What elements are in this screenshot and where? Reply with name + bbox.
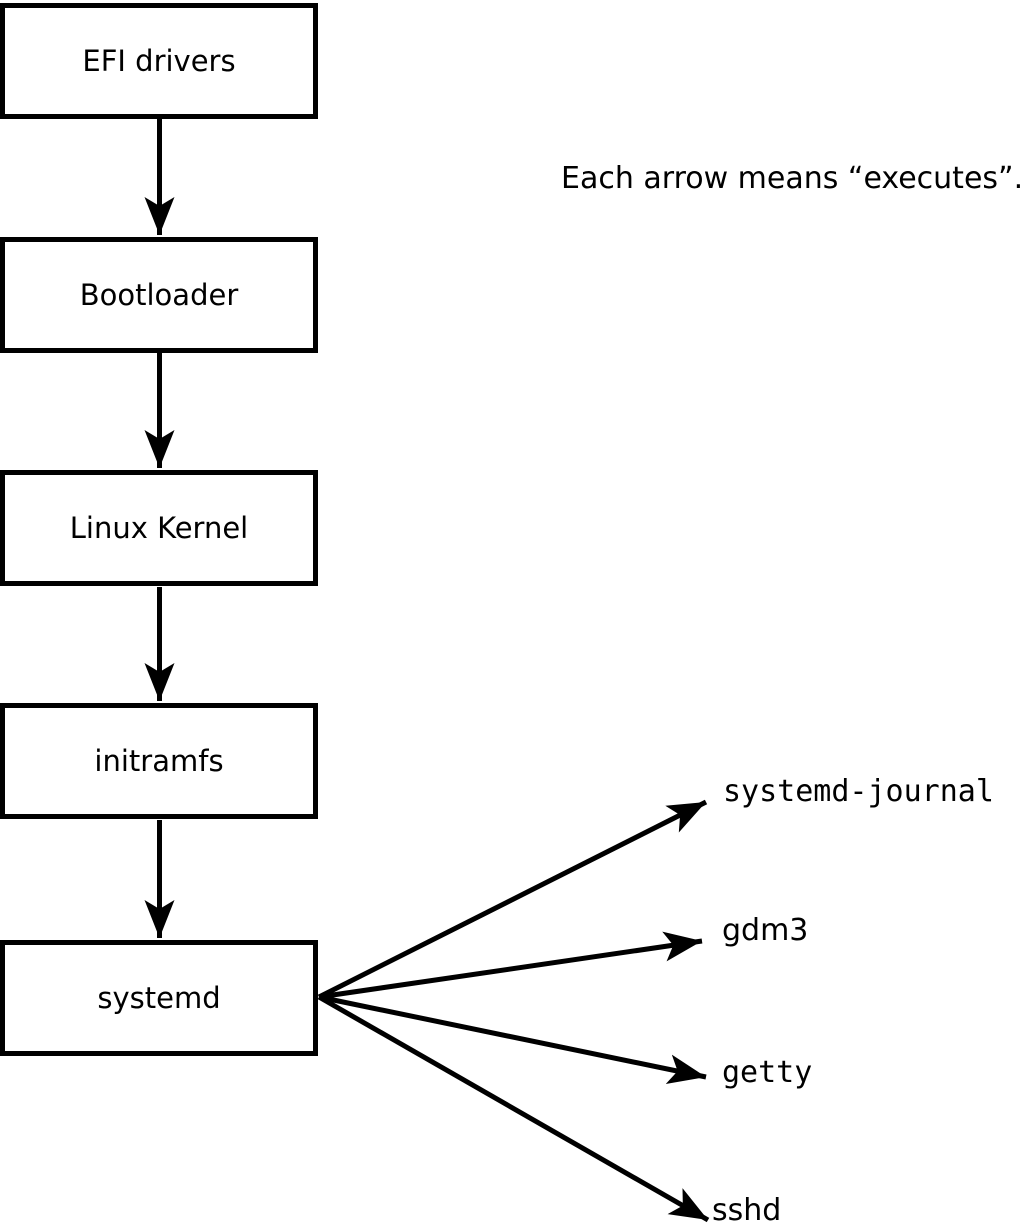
node-linux-kernel-label: Linux Kernel: [69, 511, 249, 545]
arrow-systemd-to-sshd: [317, 994, 710, 1223]
node-initramfs: initramfs: [0, 703, 318, 819]
arrow-meaning-note: Each arrow means “executes”.: [561, 161, 1023, 196]
node-gdm3-label: gdm3: [722, 913, 809, 948]
node-sshd-label: sshd: [712, 1193, 782, 1228]
node-efi-drivers: EFI drivers: [0, 3, 318, 119]
node-getty-label: getty: [722, 1055, 813, 1090]
node-systemd: systemd: [0, 940, 318, 1056]
arrow-systemd-to-getty: [318, 994, 707, 1084]
node-linux-kernel: Linux Kernel: [0, 470, 318, 586]
arrow-systemd-to-gdm3: [318, 931, 703, 1000]
node-bootloader: Bootloader: [0, 237, 318, 353]
node-systemd-label: systemd: [97, 981, 221, 1015]
node-bootloader-label: Bootloader: [79, 278, 239, 312]
node-systemd-journal-label: systemd-journal: [723, 774, 994, 809]
arrow-systemd-to-journal: [317, 799, 708, 1000]
node-initramfs-label: initramfs: [94, 744, 224, 778]
node-efi-drivers-label: EFI drivers: [82, 44, 236, 78]
